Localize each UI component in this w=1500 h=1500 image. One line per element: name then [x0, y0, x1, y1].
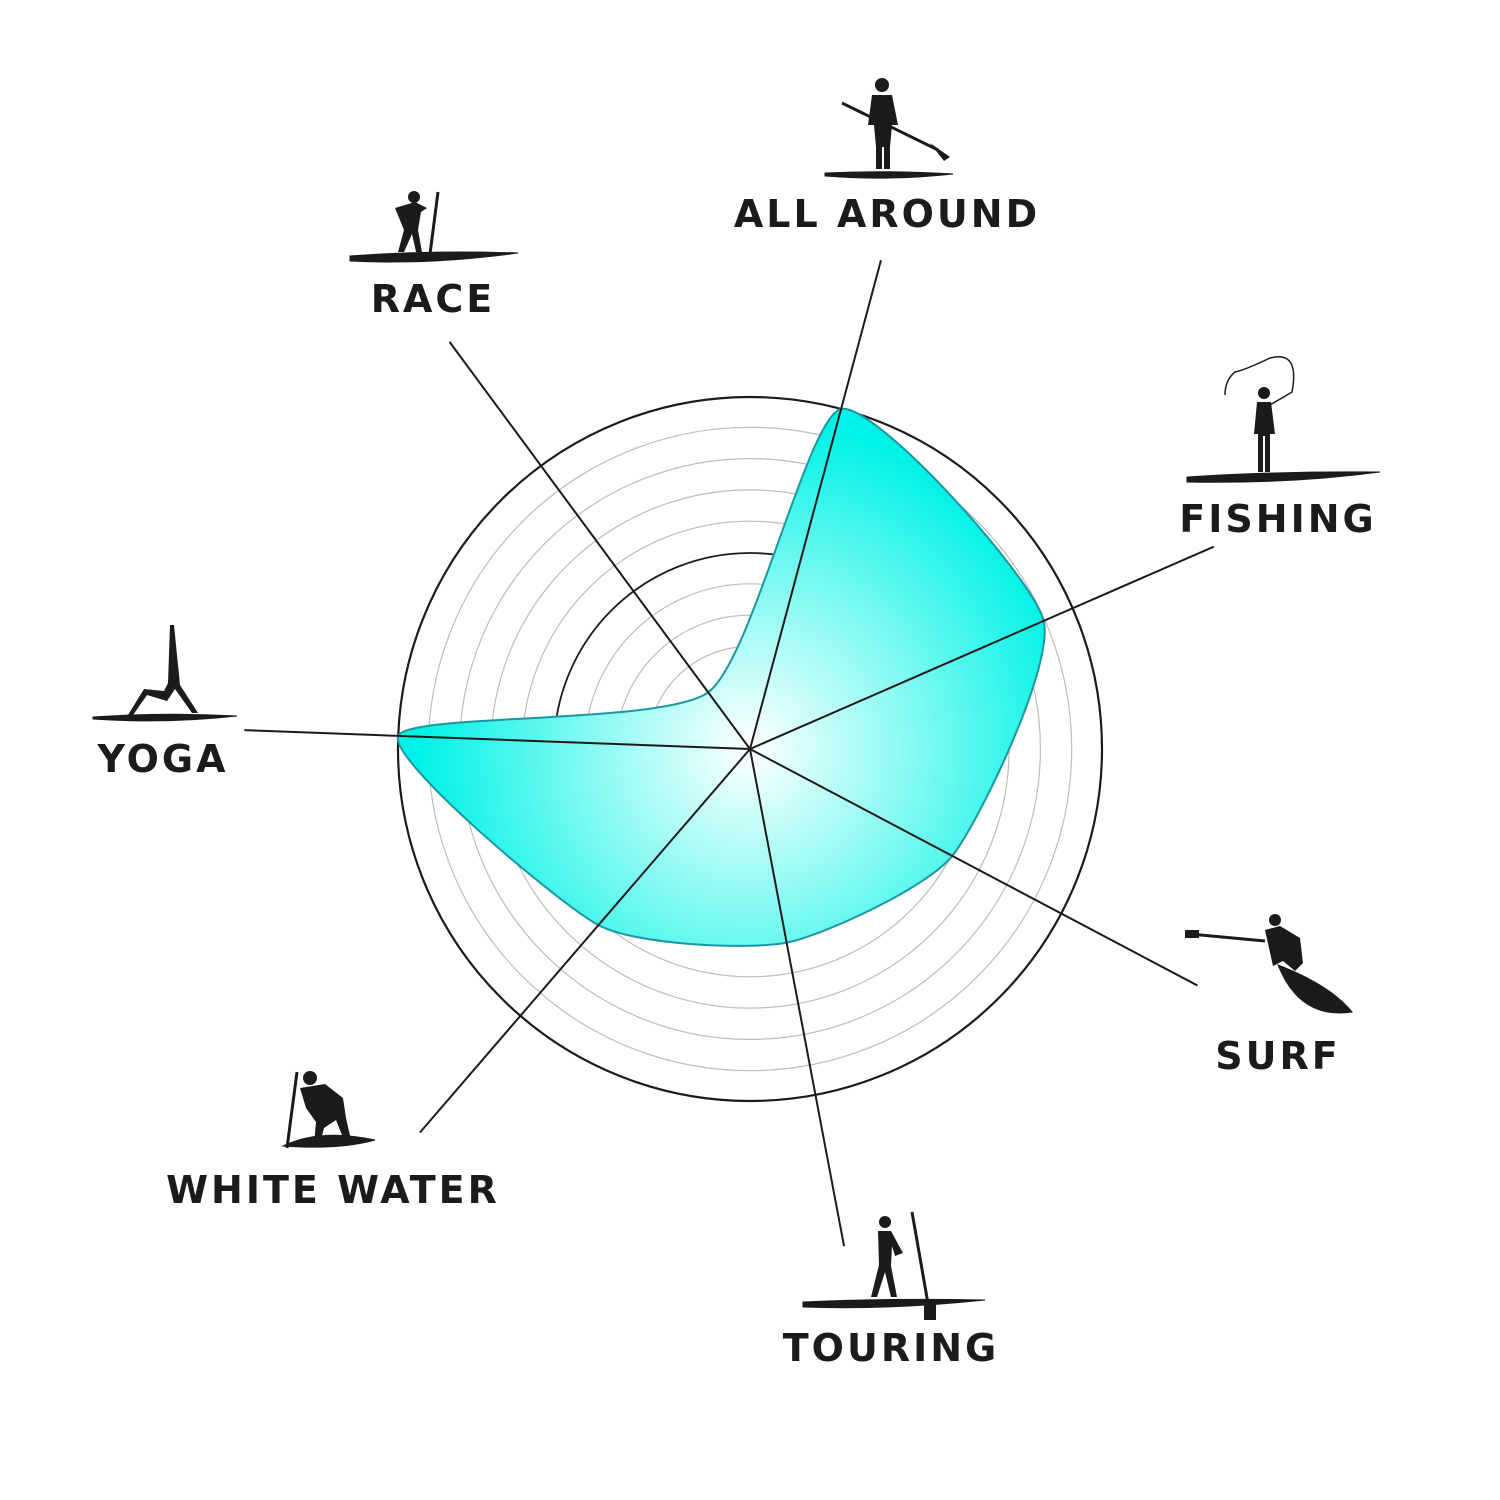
label-surf: SURF	[1215, 1034, 1340, 1078]
surf-icon	[1185, 914, 1353, 1014]
white-water-icon	[281, 1071, 376, 1149]
label-yoga: YOGA	[96, 737, 228, 781]
paddler-all-around-icon	[824, 78, 954, 179]
axis-surf	[749, 748, 1198, 987]
fishing-icon	[1186, 356, 1381, 483]
data-area	[397, 407, 1046, 947]
label-fishing: FISHING	[1179, 497, 1376, 541]
axes	[244, 259, 1215, 1247]
label-race: RACE	[371, 277, 496, 321]
axis-labels: ALL AROUND FISHING SURF TOURING WHITE WA…	[96, 192, 1376, 1370]
axis-fishing	[749, 545, 1215, 750]
axis-race	[448, 341, 751, 750]
data-polygon	[397, 407, 1046, 947]
axis-white-water	[419, 748, 751, 1134]
axis-touring	[749, 748, 846, 1247]
label-white-water: WHITE WATER	[166, 1168, 500, 1212]
axis-yoga	[244, 729, 751, 750]
label-all-around: ALL AROUND	[734, 192, 1040, 236]
race-icon	[349, 191, 519, 263]
label-touring: TOURING	[783, 1326, 999, 1370]
grid-ring-outer	[396, 395, 1104, 1103]
yoga-icon	[92, 625, 238, 722]
axis-all-around	[749, 259, 882, 750]
touring-icon	[802, 1211, 986, 1320]
